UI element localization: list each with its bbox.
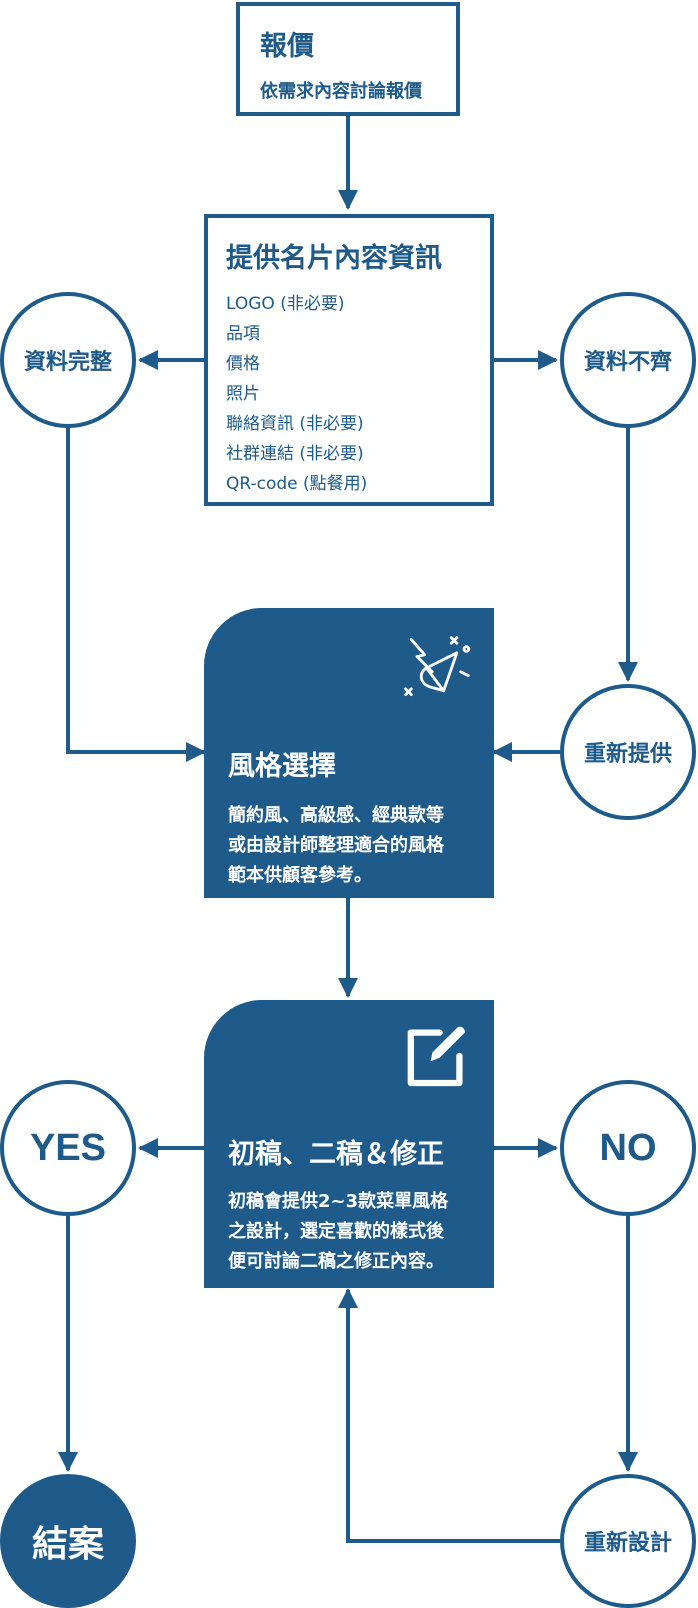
style-desc-line: 範本供顧客參考。 [228, 865, 372, 886]
complete-label: 資料完整 [23, 350, 112, 375]
yes-label: YES [29, 1126, 107, 1169]
redesign-circle: 重新設計 [560, 1474, 696, 1608]
provide-item: 照片 [226, 384, 260, 404]
draft-title: 初稿、二稿＆修正 [228, 1139, 444, 1170]
no-label: NO [599, 1126, 657, 1169]
yes-circle: YES [0, 1080, 136, 1216]
provide-info-box: 提供名片內容資訊 LOGO (非必要) 品項 價格 照片 聯絡資訊 (非必要) … [204, 214, 494, 506]
provide-item: 品項 [226, 324, 260, 344]
draft-desc-line: 初稿會提供2~3款菜單風格 [228, 1191, 449, 1212]
edit-icon [407, 1026, 465, 1087]
provide-items: LOGO (非必要) 品項 價格 照片 聯絡資訊 (非必要) 社群連結 (非必要… [226, 289, 490, 499]
arrow-redesign-to-draft [338, 1288, 560, 1543]
draft-desc: 初稿會提供2~3款菜單風格 之設計，選定喜歡的樣式後 便可討論二稿之修正內容。 [228, 1187, 494, 1277]
quote-box: 報價 依需求內容討論報價 [236, 2, 460, 116]
provide-item: 社群連結 (非必要) [226, 444, 364, 464]
complete-circle: 資料完整 [0, 292, 136, 428]
quote-desc: 依需求內容討論報價 [260, 81, 422, 102]
style-desc: 簡約風、高級感、經典款等 或由設計師整理適合的風格 範本供顧客參考。 [228, 801, 494, 891]
provide-item: 聯絡資訊 (非必要) [226, 414, 364, 434]
style-desc-line: 簡約風、高級感、經典款等 [228, 805, 444, 826]
incomplete-label: 資料不齊 [583, 350, 672, 375]
no-circle: NO [560, 1080, 696, 1216]
resupply-label: 重新提供 [583, 742, 672, 767]
quote-title: 報價 [260, 31, 314, 62]
end-label: 結案 [31, 1524, 104, 1565]
style-title: 風格選擇 [228, 751, 336, 782]
arrow-complete-to-style [66, 428, 206, 762]
draft-desc-line: 之設計，選定喜歡的樣式後 [228, 1221, 444, 1242]
provide-item: 價格 [226, 354, 260, 374]
resupply-circle: 重新提供 [560, 684, 696, 820]
draft-desc-line: 便可討論二稿之修正內容。 [228, 1251, 444, 1272]
redesign-label: 重新設計 [583, 1531, 672, 1556]
provide-item: QR-code (點餐用) [226, 474, 368, 494]
style-desc-line: 或由設計師整理適合的風格 [228, 835, 444, 856]
provide-item: LOGO (非必要) [226, 294, 345, 314]
incomplete-circle: 資料不齊 [560, 292, 696, 428]
provide-title: 提供名片內容資訊 [226, 243, 442, 274]
style-selection-box: 風格選擇 簡約風、高級感、經典款等 或由設計師整理適合的風格 範本供顧客參考。 [204, 608, 494, 898]
end-circle: 結案 [0, 1474, 136, 1608]
megaphone-icon [404, 636, 471, 697]
draft-revision-box: 初稿、二稿＆修正 初稿會提供2~3款菜單風格 之設計，選定喜歡的樣式後 便可討論… [204, 1000, 494, 1288]
